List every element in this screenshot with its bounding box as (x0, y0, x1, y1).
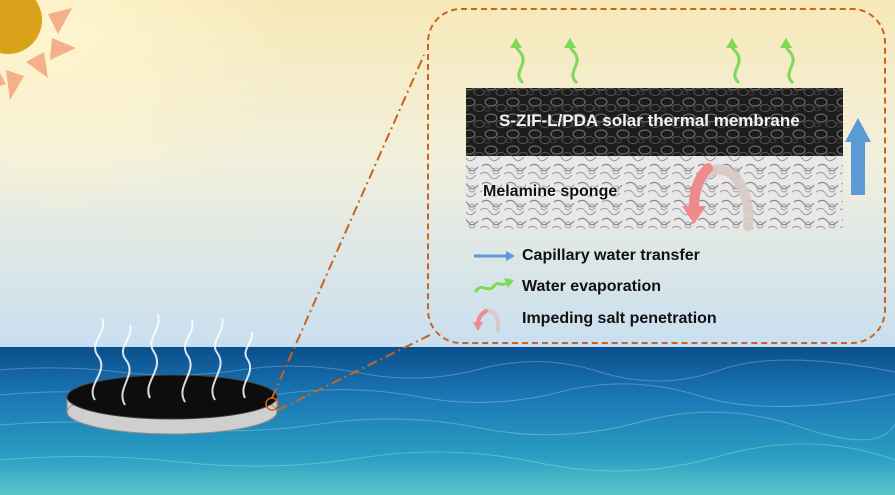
legend-label: Capillary water transfer (522, 247, 700, 264)
membrane-label: S-ZIF-L/PDA solar thermal membrane (499, 111, 800, 130)
salt-blocking-arrow-icon (682, 163, 754, 231)
legend-blue-arrow-icon (474, 251, 515, 261)
zoom-detail-panel (427, 8, 886, 344)
capillary-transfer-arrow-icon (845, 118, 871, 195)
legend-green-wave-arrow-icon (474, 278, 514, 293)
sun-icon (0, 0, 42, 54)
sponge-layer (466, 156, 843, 229)
membrane-layer (466, 88, 843, 156)
zoom-connector-lines (271, 54, 431, 411)
legend-pink-curved-arrow-icon (473, 309, 501, 332)
sun-rays-icon (0, 8, 76, 100)
membrane-device-icon (66, 374, 279, 435)
sponge-label: Melamine sponge (483, 183, 618, 200)
legend-label: Impeding salt penetration (522, 310, 717, 327)
vapor-wisps-icon (91, 313, 254, 406)
legend-label: Water evaporation (522, 278, 661, 295)
